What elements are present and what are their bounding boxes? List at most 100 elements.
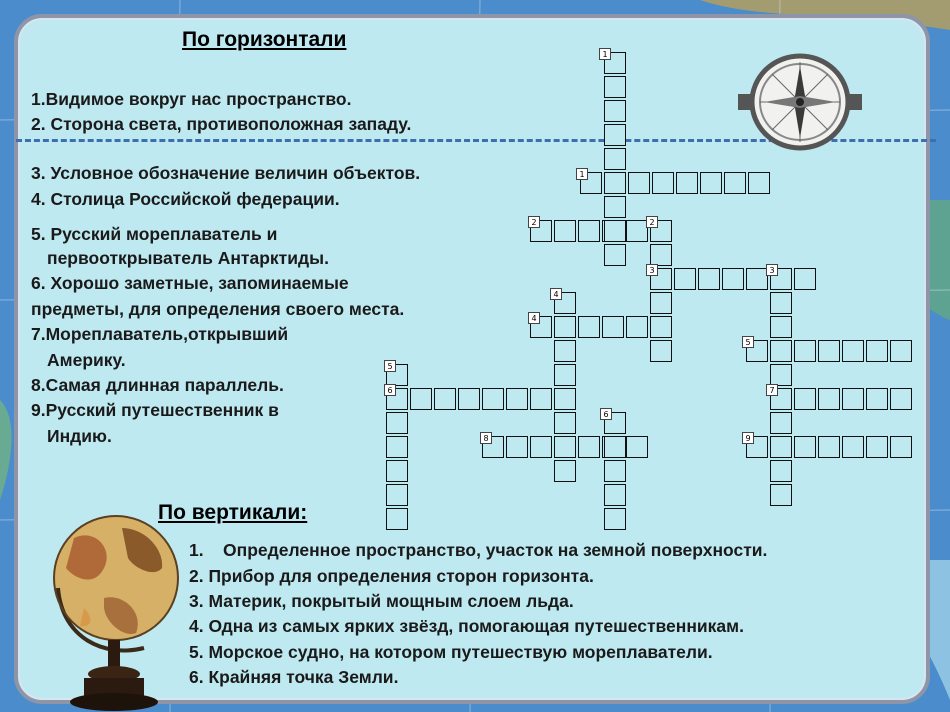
- crossword-cell[interactable]: [770, 436, 792, 458]
- horizontal-clue-9b: Индию.: [47, 426, 112, 446]
- crossword-cell[interactable]: [604, 508, 626, 530]
- crossword-cell[interactable]: [770, 412, 792, 434]
- crossword-cell[interactable]: [770, 316, 792, 338]
- crossword-cell[interactable]: [554, 340, 576, 362]
- crossword-cell[interactable]: [890, 436, 912, 458]
- crossword-cell[interactable]: [604, 196, 626, 218]
- crossword-cell[interactable]: [794, 268, 816, 290]
- clue-number-v3: 3: [766, 264, 778, 276]
- clue-number-h5: 5: [742, 336, 754, 348]
- crossword-cell[interactable]: [818, 436, 840, 458]
- crossword-cell[interactable]: [458, 388, 480, 410]
- crossword-cell[interactable]: [554, 460, 576, 482]
- crossword-cell[interactable]: [700, 172, 722, 194]
- crossword-cell[interactable]: [604, 460, 626, 482]
- crossword-cell[interactable]: [530, 388, 552, 410]
- crossword-cell[interactable]: [650, 340, 672, 362]
- crossword-cell[interactable]: [578, 316, 600, 338]
- crossword-cell[interactable]: [842, 340, 864, 362]
- crossword-cell[interactable]: [604, 484, 626, 506]
- crossword-cell[interactable]: [770, 364, 792, 386]
- crossword-cell[interactable]: [386, 484, 408, 506]
- clue-number-v2: 2: [646, 216, 658, 228]
- crossword-cell[interactable]: [842, 388, 864, 410]
- crossword-cell[interactable]: [794, 340, 816, 362]
- clue-number-v5: 5: [384, 360, 396, 372]
- crossword-cell[interactable]: [628, 172, 650, 194]
- crossword-cell[interactable]: [554, 316, 576, 338]
- crossword-cell[interactable]: [676, 172, 698, 194]
- crossword-cell[interactable]: [698, 268, 720, 290]
- crossword-cell[interactable]: [386, 460, 408, 482]
- crossword-cell[interactable]: [842, 436, 864, 458]
- crossword-cell[interactable]: [818, 388, 840, 410]
- crossword-cell[interactable]: [724, 172, 746, 194]
- crossword-cell[interactable]: [386, 412, 408, 434]
- crossword-cell[interactable]: [482, 388, 504, 410]
- crossword-cell[interactable]: [602, 316, 624, 338]
- crossword-cell[interactable]: [604, 148, 626, 170]
- crossword-cell[interactable]: [770, 292, 792, 314]
- crossword-cell[interactable]: [530, 436, 552, 458]
- clue-number-h7: 7: [766, 384, 778, 396]
- crossword-cell[interactable]: [604, 436, 626, 458]
- crossword-cell[interactable]: [626, 436, 648, 458]
- clue-number-h4: 4: [528, 312, 540, 324]
- crossword-cell[interactable]: [652, 172, 674, 194]
- crossword-cell[interactable]: [604, 172, 626, 194]
- crossword-cell[interactable]: [770, 484, 792, 506]
- clue-number-v1: 1: [599, 48, 611, 60]
- vertical-heading: По вертикали:: [158, 501, 308, 524]
- crossword-cell[interactable]: [434, 388, 456, 410]
- crossword-cell[interactable]: [506, 436, 528, 458]
- crossword-cell[interactable]: [866, 340, 888, 362]
- crossword-cell[interactable]: [554, 436, 576, 458]
- crossword-cell[interactable]: [650, 292, 672, 314]
- crossword-cell[interactable]: [746, 268, 768, 290]
- crossword-cell[interactable]: [604, 76, 626, 98]
- crossword-cell[interactable]: [604, 100, 626, 122]
- crossword-cell[interactable]: [604, 124, 626, 146]
- crossword-cell[interactable]: [604, 220, 626, 242]
- crossword-cell[interactable]: [386, 508, 408, 530]
- crossword-cell[interactable]: [578, 436, 600, 458]
- compass-icon: [738, 53, 862, 151]
- crossword-cell[interactable]: [866, 436, 888, 458]
- crossword-cell[interactable]: [818, 340, 840, 362]
- crossword-cell[interactable]: [554, 220, 576, 242]
- crossword-cell[interactable]: [770, 460, 792, 482]
- crossword-cell[interactable]: [890, 340, 912, 362]
- crossword-cell[interactable]: [386, 436, 408, 458]
- crossword-cell[interactable]: [794, 388, 816, 410]
- crossword-cell[interactable]: [650, 316, 672, 338]
- crossword-cell[interactable]: [554, 388, 576, 410]
- crossword-cell[interactable]: [674, 268, 696, 290]
- crossword-cell[interactable]: [650, 244, 672, 266]
- crossword-cell[interactable]: [866, 388, 888, 410]
- vertical-clue-2: 2. Прибор для определения сторон горизон…: [189, 566, 594, 586]
- clue-number-v4: 4: [550, 288, 562, 300]
- clue-number-h2: 2: [528, 216, 540, 228]
- crossword-cell[interactable]: [626, 220, 648, 242]
- horizontal-clue-6a: 6. Хорошо заметные, запоминаемые: [31, 273, 349, 293]
- horizontal-clue-2: 2. Сторона света, противоположная западу…: [31, 114, 412, 134]
- crossword-cell[interactable]: [554, 412, 576, 434]
- crossword-cell[interactable]: [506, 388, 528, 410]
- dashed-divider: [16, 139, 936, 142]
- horizontal-clue-5a: 5. Русский мореплаватель и: [31, 224, 278, 244]
- crossword-cell[interactable]: [554, 364, 576, 386]
- horizontal-heading: По горизонтали: [182, 28, 347, 51]
- crossword-cell[interactable]: [722, 268, 744, 290]
- crossword-cell[interactable]: [604, 244, 626, 266]
- crossword-cell[interactable]: [890, 388, 912, 410]
- clue-number-h1: 1: [576, 168, 588, 180]
- crossword-cell[interactable]: [578, 220, 600, 242]
- vertical-clue-6: 6. Крайняя точка Земли.: [189, 667, 399, 687]
- clue-number-h8: 8: [480, 432, 492, 444]
- crossword-cell[interactable]: [794, 436, 816, 458]
- crossword-cell[interactable]: [748, 172, 770, 194]
- crossword-cell[interactable]: [626, 316, 648, 338]
- horizontal-clue-1: 1.Видимое вокруг нас пространство.: [31, 89, 352, 109]
- crossword-cell[interactable]: [770, 340, 792, 362]
- crossword-cell[interactable]: [410, 388, 432, 410]
